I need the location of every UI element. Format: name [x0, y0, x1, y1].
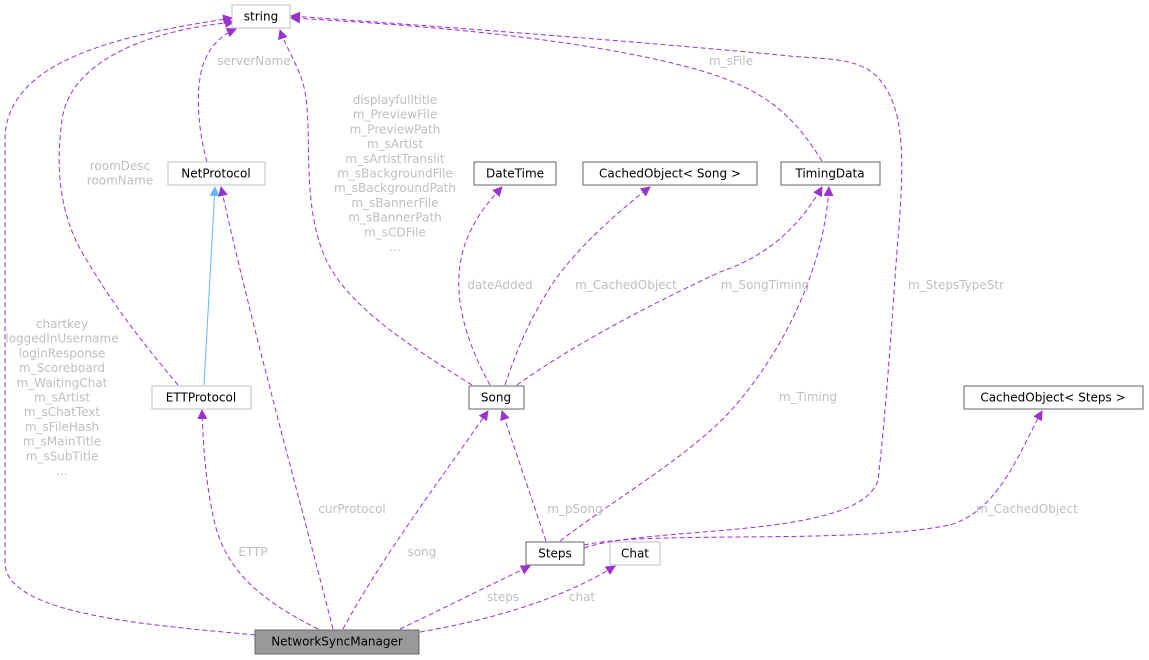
- edge-label-nsm-string: ...: [56, 464, 67, 478]
- edge-label-steps-string: m_StepsTypeStr: [908, 278, 1004, 292]
- edge-ettprotocol-netprotocol-inheritance: [203, 186, 220, 386]
- edge-song-cachedobject-song: [504, 186, 651, 386]
- edge-label-song-string: m_sBackgroundFile: [337, 167, 453, 181]
- node-cachedobject-song[interactable]: CachedObject< Song >: [582, 161, 758, 186]
- node-label: ETTProtocol: [166, 391, 236, 405]
- edge-label-steps-cachedobject: m_CachedObject: [976, 502, 1078, 516]
- edge-label-nsm-string: m_sSubTitle: [26, 449, 99, 463]
- edge-steps-cachedobject-steps: [583, 410, 1043, 546]
- edge-labels: chartkeyloggedInUsernameloginResponsem_S…: [5, 54, 1078, 604]
- node-chat[interactable]: Chat: [609, 541, 661, 566]
- node-label: NetProtocol: [181, 167, 250, 181]
- node-timingdata[interactable]: TimingData: [780, 161, 881, 186]
- edge-label-steps-song: m_pSong: [547, 502, 603, 516]
- edge-label-ett-string: roomDesc: [90, 159, 151, 173]
- edge-netprotocol-string: [197, 27, 237, 163]
- node-string[interactable]: string: [231, 4, 291, 29]
- edge-label-nsm-string: loginResponse: [19, 346, 106, 360]
- node-label: DateTime: [486, 167, 544, 181]
- edge-label-nsm-netprotocol: curProtocol: [318, 502, 386, 516]
- edge-nsm-ettprotocol: [197, 409, 319, 630]
- edge-label-song-string: m_PreviewFile: [353, 108, 437, 122]
- edge-label-song-string: m_sArtistTranslit: [345, 152, 444, 166]
- node-label: CachedObject< Steps >: [980, 391, 1125, 405]
- node-song[interactable]: Song: [468, 385, 525, 410]
- edge-label-net-string: serverName: [217, 54, 290, 68]
- edge-label-ett-string: roomName: [87, 174, 153, 188]
- edge-label-song-string: m_sBannerPath: [348, 211, 441, 225]
- edge-song-timingdata: [516, 186, 823, 386]
- edge-label-nsm-string: m_sArtist: [34, 391, 90, 405]
- edge-label-song-string: m_sArtist: [367, 137, 423, 151]
- edge-label-nsm-steps: steps: [487, 590, 519, 604]
- edge-nsm-steps: [399, 565, 531, 630]
- edge-label-song-string: ...: [389, 240, 400, 254]
- node-label: NetworkSyncManager: [271, 635, 403, 649]
- edge-nsm-song: [342, 410, 489, 630]
- node-label: Song: [481, 391, 511, 405]
- edge-label-song-string: m_PreviewPath: [350, 122, 441, 136]
- edge-steps-timingdata: [559, 186, 834, 542]
- edge-nsm-chat: [419, 565, 616, 633]
- node-steps[interactable]: Steps: [525, 541, 585, 566]
- edge-label-nsm-string: m_sMainTitle: [23, 435, 101, 449]
- edge-steps-song: [500, 410, 547, 542]
- edges: [4, 11, 1043, 636]
- edge-label-song-cachedobject: m_CachedObject: [575, 278, 677, 292]
- node-networksyncmanager[interactable]: NetworkSyncManager: [254, 629, 420, 655]
- edge-label-nsm-song: song: [408, 545, 437, 559]
- node-label: string: [244, 10, 278, 24]
- edge-song-string: [278, 29, 473, 386]
- edge-label-song-datetime: dateAdded: [467, 278, 532, 292]
- edge-label-song-string: m_sBackgroundPath: [334, 181, 456, 195]
- edge-label-nsm-chat: chat: [569, 590, 596, 604]
- edge-ettprotocol-string: [58, 17, 235, 386]
- node-label: Chat: [621, 547, 649, 561]
- edge-nsm-netprotocol: [218, 186, 334, 630]
- edge-nsm-string: [4, 14, 256, 636]
- edge-label-nsm-string: m_Scoreboard: [19, 361, 105, 375]
- node-label: Steps: [538, 547, 572, 561]
- edge-label-nsm-string: m_sFileHash: [25, 420, 99, 434]
- edge-label-nsm-string: chartkey: [36, 317, 88, 331]
- node-netprotocol[interactable]: NetProtocol: [167, 161, 266, 186]
- edge-label-steps-timing: m_Timing: [779, 390, 837, 404]
- edge-label-song-string: m_sCDFile: [364, 225, 426, 239]
- edge-label-nsm-string: m_sChatText: [24, 405, 101, 419]
- edge-label-song-timing: m_SongTiming: [721, 278, 809, 292]
- edge-label-nsm-ett: ETTP: [238, 545, 267, 559]
- edge-steps-string: [290, 11, 903, 549]
- edge-label-song-string: displayfulltitle: [353, 93, 438, 107]
- edge-label-nsm-string: loggedInUsername: [5, 332, 118, 346]
- node-ettprotocol[interactable]: ETTProtocol: [151, 385, 252, 410]
- edge-timingdata-string: [290, 13, 823, 162]
- node-label: CachedObject< Song >: [599, 167, 741, 181]
- node-cachedobject-steps[interactable]: CachedObject< Steps >: [963, 385, 1144, 410]
- edge-label-timing-string: m_sFile: [709, 54, 753, 68]
- edge-song-datetime: [458, 186, 503, 386]
- node-label: TimingData: [794, 167, 864, 181]
- edge-label-nsm-string: m_WaitingChat: [17, 376, 108, 390]
- node-datetime[interactable]: DateTime: [473, 161, 557, 186]
- edge-label-song-string: m_sBannerFile: [351, 196, 438, 210]
